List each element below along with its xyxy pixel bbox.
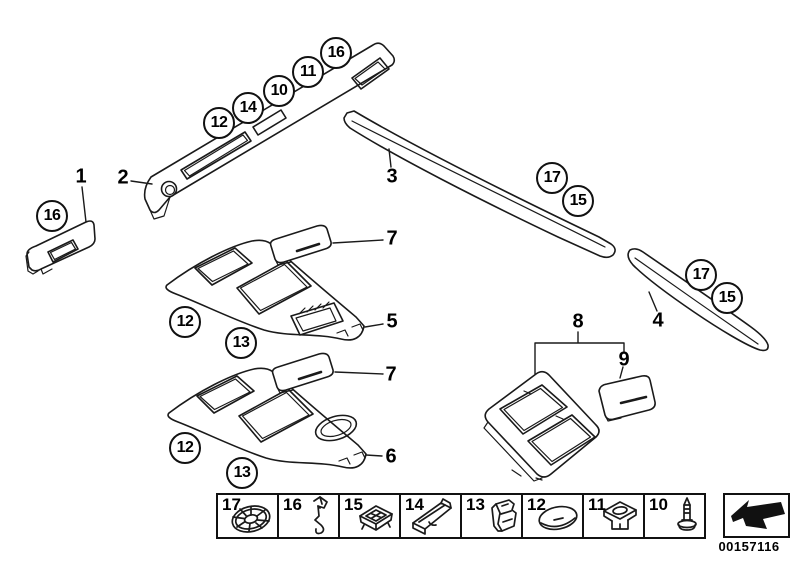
leader-lines xyxy=(81,148,658,457)
legend-cell-10[interactable]: 10 xyxy=(643,493,706,539)
edge-clip-icon xyxy=(491,499,517,532)
callout-13-console-lower[interactable]: 13 xyxy=(226,457,258,489)
part-8-shifter-trim-drawing xyxy=(483,370,600,482)
part-label-1[interactable]: 1 xyxy=(75,165,87,188)
part-label-7-upper[interactable]: 7 xyxy=(386,227,398,250)
legend-number: 11 xyxy=(588,495,606,514)
part-2-dash-trim-drawing xyxy=(143,42,396,220)
retainer-bracket-icon xyxy=(412,498,452,535)
part-label-4[interactable]: 4 xyxy=(652,309,664,332)
expansion-rivet-icon xyxy=(677,497,697,531)
callout-13-console-upper[interactable]: 13 xyxy=(225,327,257,359)
callout-17-strip4[interactable]: 17 xyxy=(685,259,717,291)
callout-12-dash[interactable]: 12 xyxy=(203,107,235,139)
legend-number: 16 xyxy=(283,495,302,514)
callout-11-dash[interactable]: 11 xyxy=(292,56,324,88)
part-label-3[interactable]: 3 xyxy=(386,165,398,188)
callout-label: 15 xyxy=(718,289,736,306)
legend-number: 14 xyxy=(405,495,424,514)
spring-clip-icon xyxy=(313,496,328,535)
part-label-5[interactable]: 5 xyxy=(386,310,398,333)
callout-14-dash[interactable]: 14 xyxy=(232,92,264,124)
callout-label: 12 xyxy=(176,313,194,330)
legend-cell-17[interactable]: 17 xyxy=(216,493,279,539)
legend-cell-14[interactable]: 14 xyxy=(399,493,462,539)
part-label-9[interactable]: 9 xyxy=(618,348,630,371)
callout-label: 15 xyxy=(569,192,587,209)
callout-15-strip3[interactable]: 15 xyxy=(562,185,594,217)
callout-15-strip4[interactable]: 15 xyxy=(711,282,743,314)
callout-16-door[interactable]: 16 xyxy=(36,200,68,232)
part-label-6[interactable]: 6 xyxy=(385,445,397,468)
legend-cell-16[interactable]: 16 xyxy=(277,493,340,539)
part-6-console-trim-drawing xyxy=(167,367,367,469)
callout-16-dash[interactable]: 16 xyxy=(320,37,352,69)
callout-label: 17 xyxy=(692,266,710,283)
legend-number: 17 xyxy=(222,495,241,514)
callout-label: 14 xyxy=(239,99,257,116)
callout-label: 10 xyxy=(270,82,288,99)
part-label-7-lower[interactable]: 7 xyxy=(385,363,397,386)
callout-label: 13 xyxy=(233,464,251,481)
bent-arrow-icon xyxy=(731,500,785,529)
part-4-strip-drawing xyxy=(627,248,769,352)
part-7-upper-trim-drawing xyxy=(269,224,332,266)
push-button-clip-icon xyxy=(359,505,393,531)
part-label-2[interactable]: 2 xyxy=(117,166,129,189)
cage-nut-icon xyxy=(603,501,637,530)
legend-number: 15 xyxy=(344,495,363,514)
part-5-console-trim-drawing xyxy=(165,239,365,341)
legend-number: 10 xyxy=(649,495,668,514)
callout-label: 12 xyxy=(210,114,228,131)
legend-cell-12[interactable]: 12 xyxy=(521,493,584,539)
callout-label: 17 xyxy=(543,169,561,186)
hardware-legend: 17 16 15 xyxy=(216,493,706,539)
oval-cap-icon xyxy=(538,505,578,531)
part-7-lower-trim-drawing xyxy=(271,352,334,394)
legend-number: 12 xyxy=(527,495,546,514)
part-label-8[interactable]: 8 xyxy=(572,310,584,333)
legend-cell-11[interactable]: 11 xyxy=(582,493,645,539)
part-9-trim-drawing xyxy=(598,375,656,422)
part-1-door-trim-drawing xyxy=(25,220,96,275)
callout-10-dash[interactable]: 10 xyxy=(263,75,295,107)
callout-label: 11 xyxy=(300,63,316,80)
callout-label: 16 xyxy=(43,207,61,224)
callout-label: 12 xyxy=(176,439,194,456)
legend-cell-15[interactable]: 15 xyxy=(338,493,401,539)
continuation-arrow-box[interactable] xyxy=(723,493,790,538)
callout-17-strip3[interactable]: 17 xyxy=(536,162,568,194)
callout-label: 16 xyxy=(327,44,345,61)
grommet-washer-icon xyxy=(231,505,271,533)
legend-cell-13[interactable]: 13 xyxy=(460,493,523,539)
callout-label: 13 xyxy=(232,334,250,351)
document-number: 00157116 xyxy=(718,539,780,554)
callout-12-console-lower[interactable]: 12 xyxy=(169,432,201,464)
callout-12-console-upper[interactable]: 12 xyxy=(169,306,201,338)
part-3-strip-drawing xyxy=(343,110,616,259)
legend-number: 13 xyxy=(466,495,485,514)
